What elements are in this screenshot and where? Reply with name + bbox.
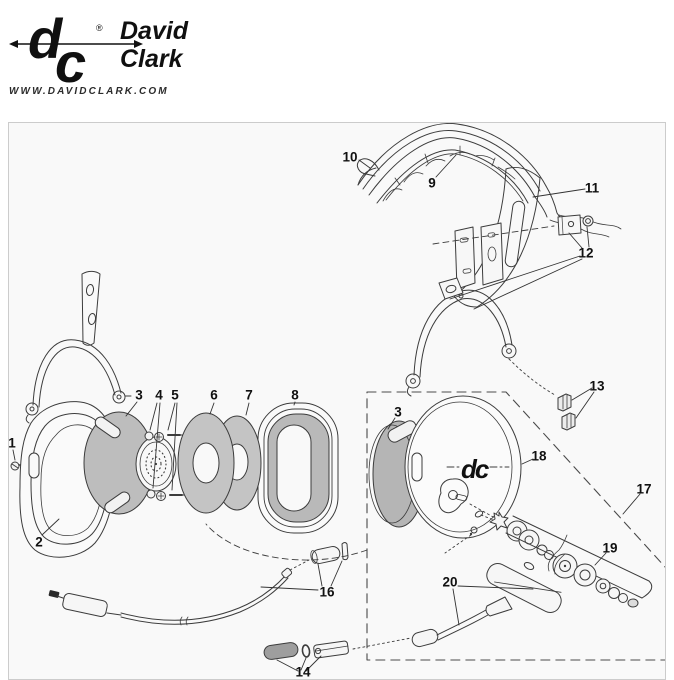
mount-plates — [454, 222, 504, 290]
part-callout-5: 5 — [171, 387, 179, 403]
part-callout-13: 13 — [589, 378, 605, 394]
brand-website: WWW.DAVIDCLARK.COM — [9, 86, 169, 97]
foam-insert-3 — [83, 411, 155, 515]
screw-1 — [10, 461, 25, 471]
part-callout-7: 7 — [245, 387, 253, 403]
stirrup-left — [25, 270, 132, 424]
exploded-view-art: dc — [10, 123, 665, 672]
svg-text:Clark: Clark — [120, 45, 184, 73]
dome-shell-18 — [404, 395, 522, 539]
part-callout-17: 17 — [636, 481, 652, 497]
headband-tip-left — [356, 158, 380, 186]
part-callout-2: 2 — [35, 534, 43, 550]
connection-lines — [205, 523, 412, 650]
ear-seal-8 — [257, 402, 339, 534]
part-callout-18: 18 — [531, 448, 547, 464]
svg-text:David: David — [120, 17, 189, 45]
part-callout-9: 9 — [428, 175, 436, 191]
foam-ring-6 — [177, 412, 235, 514]
cable-assembly-16 — [48, 542, 349, 626]
leader-lines — [12, 154, 641, 672]
mic-hardware-19 — [489, 511, 653, 608]
mic-housing — [485, 561, 562, 617]
part-callout-10: 10 — [342, 149, 358, 165]
part-callout-19: 19 — [602, 540, 618, 556]
part-callout-1: 1 — [8, 435, 16, 451]
dome-assembly: dc — [368, 395, 522, 554]
headband-pad — [382, 145, 516, 202]
brand-name: David Clark — [120, 17, 189, 73]
dome-dc-logo: dc — [461, 454, 490, 484]
clip-and-nut-12 — [557, 214, 594, 236]
part-callout-3: 3 — [394, 404, 402, 420]
part-callout-14: 14 — [295, 664, 311, 680]
part-callout-20: 20 — [442, 574, 458, 590]
dc-monogram-icon: d c — [28, 7, 86, 86]
part-callout-4: 4 — [155, 387, 163, 403]
svg-text:c: c — [55, 31, 86, 86]
kit-box-17 — [366, 391, 665, 661]
logo-arrow-icon — [9, 40, 143, 48]
brand-logo: d c ® David Clark — [9, 7, 189, 86]
mic-boom-20 — [411, 534, 568, 648]
part-callout-12: 12 — [578, 245, 594, 261]
part-callout-3: 3 — [135, 387, 143, 403]
screws-4-5 — [144, 431, 187, 501]
dome-keyhole-plate — [438, 478, 469, 514]
clips-13 — [557, 393, 576, 431]
stirrup-right — [405, 277, 517, 397]
part-callout-6: 6 — [210, 387, 218, 403]
part-callout-16: 16 — [319, 584, 335, 600]
registered-mark: ® — [96, 23, 103, 33]
plug-parts-14 — [263, 640, 349, 660]
diagram-panel: dc — [8, 122, 666, 680]
svg-text:d: d — [28, 7, 64, 70]
part-callout-11: 11 — [584, 180, 600, 196]
part-callout-8: 8 — [291, 387, 299, 403]
